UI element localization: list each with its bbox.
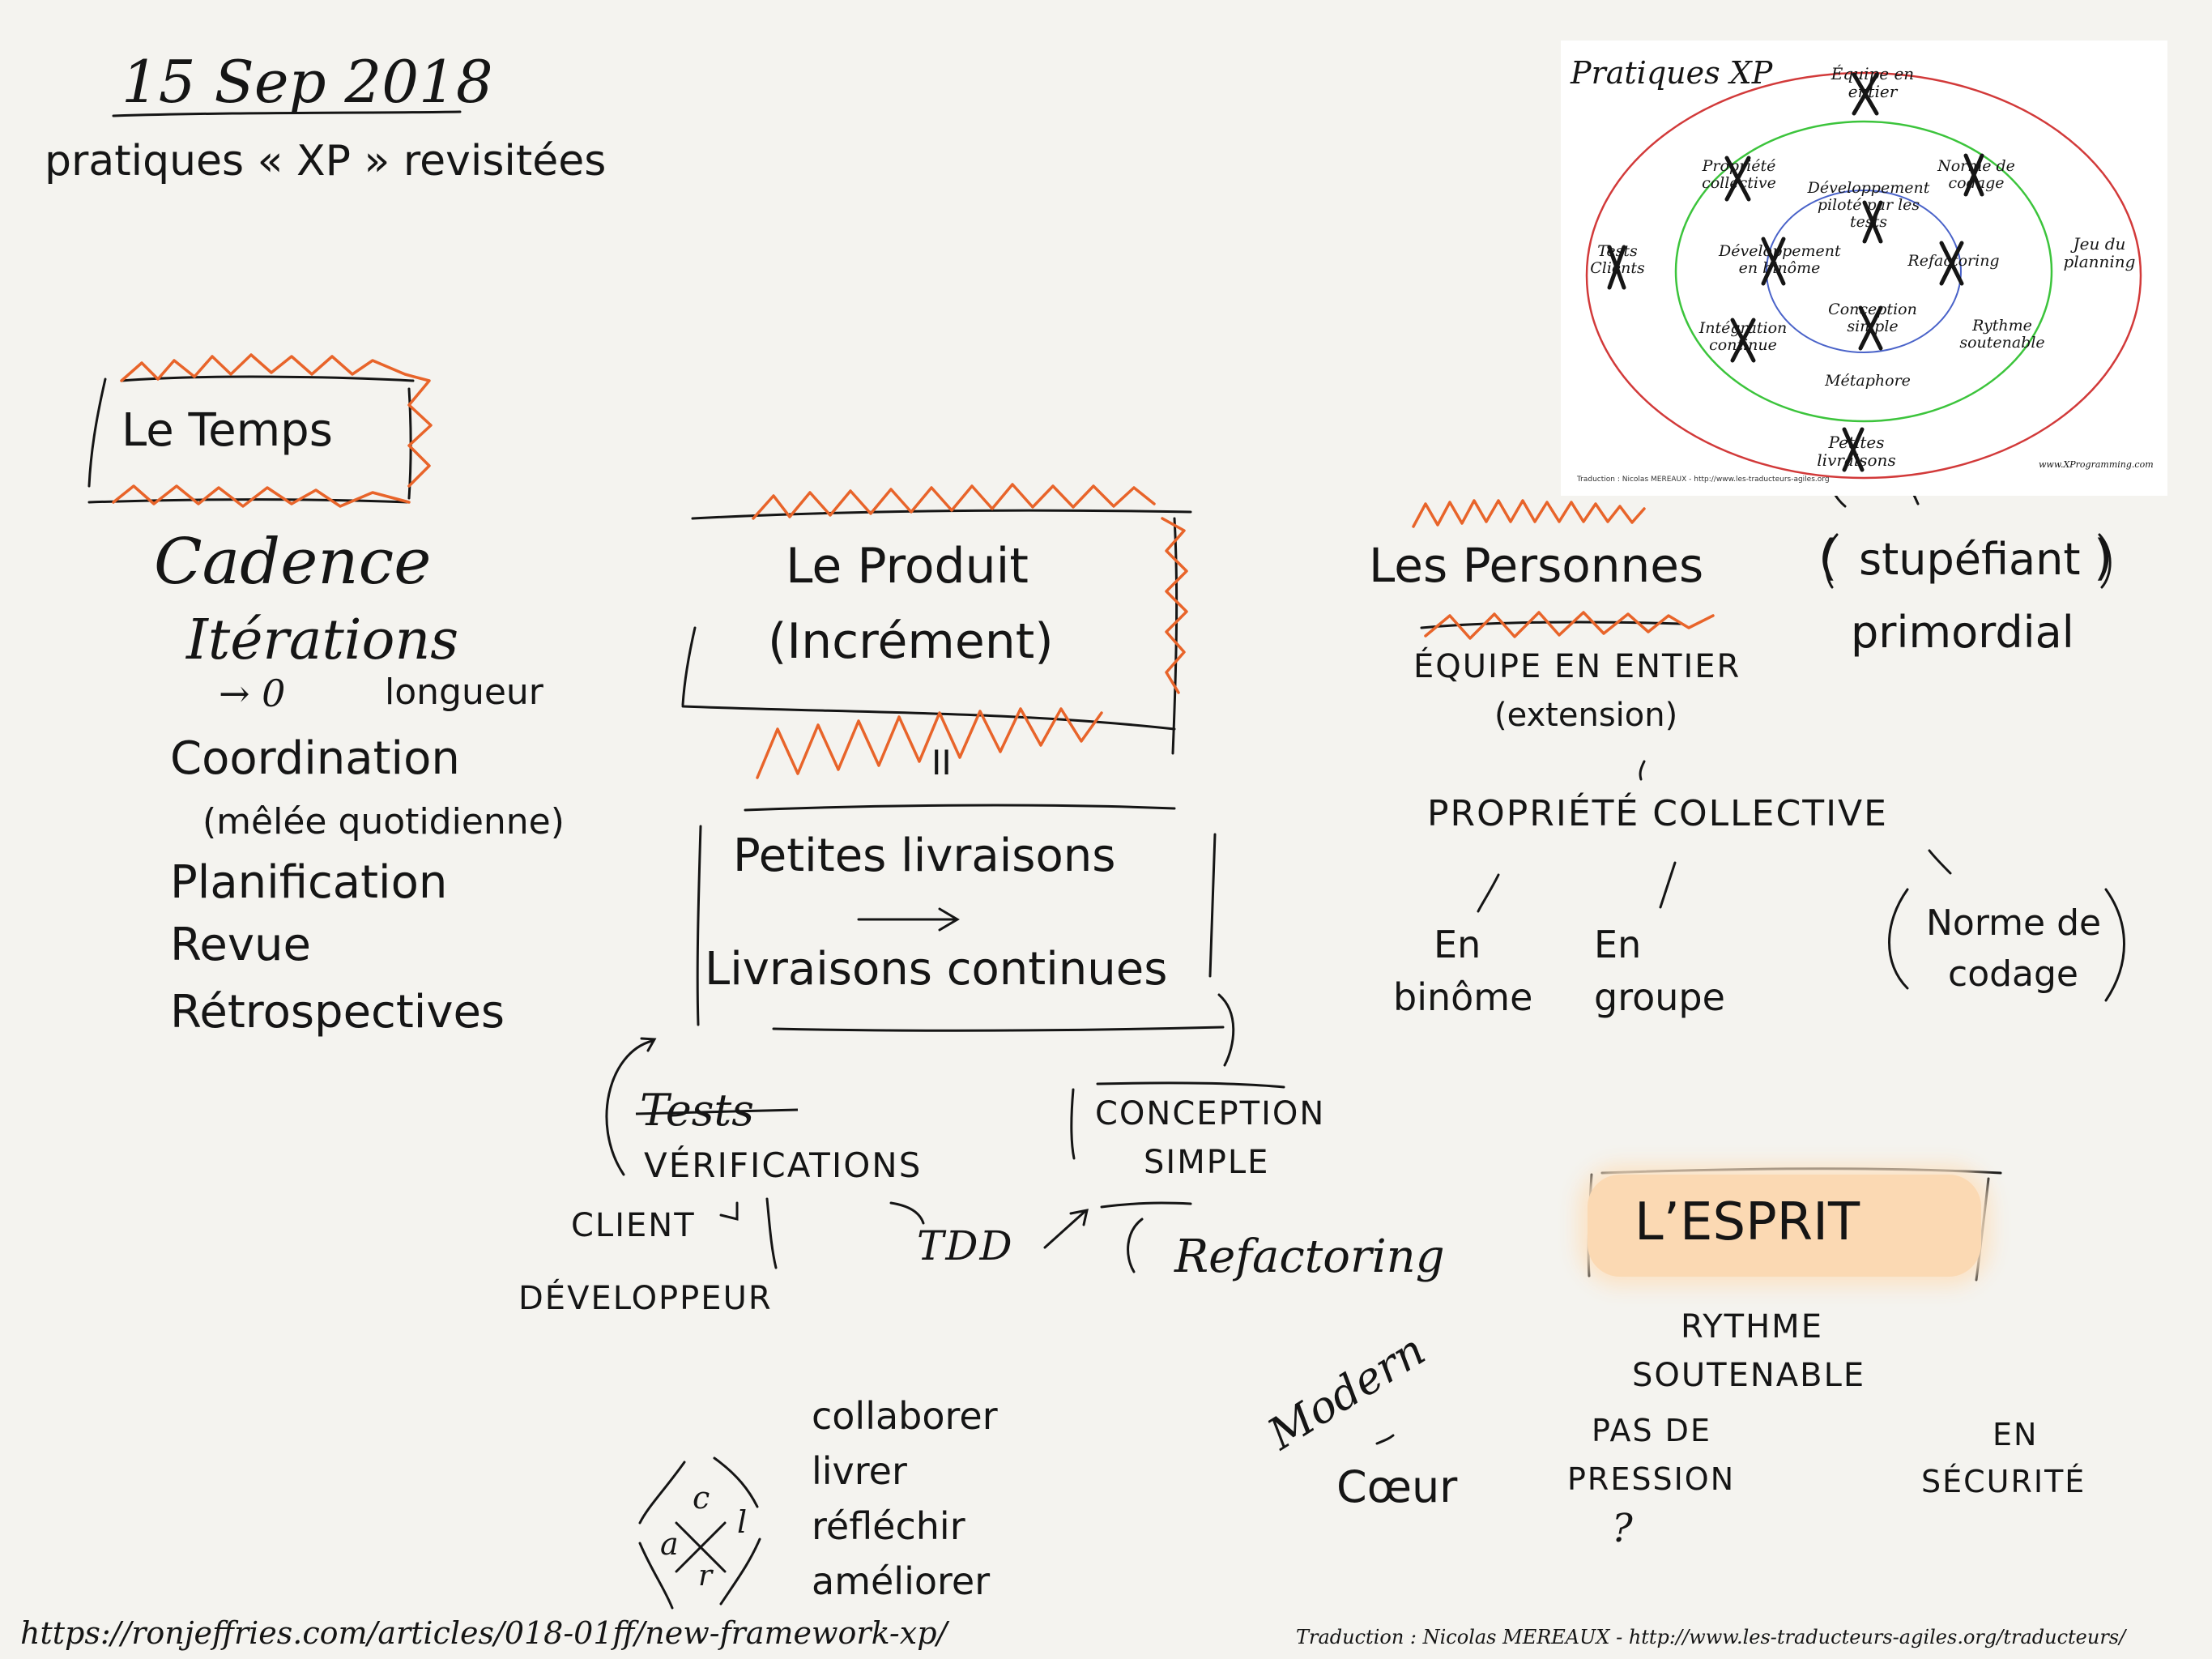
- outer-ring: [1585, 71, 2142, 480]
- temps-heading: Le Temps: [121, 404, 333, 457]
- xp-metaphor: Métaphore: [1825, 372, 1911, 390]
- page-title: pratiques « XP » revisitées: [45, 137, 607, 186]
- esprit-question: ?: [1612, 1506, 1633, 1551]
- personnes-close-paren: ): [2094, 530, 2113, 586]
- xp-tdd: Développement piloté par les tests: [1807, 179, 1930, 231]
- xp-simple-design: Conception simple: [1828, 301, 1917, 335]
- produit-equals: II: [931, 743, 952, 783]
- xp-rings: [1585, 71, 2142, 480]
- personnes-equipe: ÉQUIPE EN ENTIER: [1413, 648, 1741, 685]
- temps-arrow-zero: → 0: [219, 672, 286, 715]
- xp-pair-programming: Développement en binôme: [1719, 242, 1841, 277]
- esprit-pression-line2: PRESSION: [1567, 1461, 1736, 1497]
- cycle-collaborer: collaborer: [812, 1394, 998, 1438]
- personnes-en-groupe-line1: En: [1594, 923, 1642, 966]
- source-link[interactable]: https://ronjeffries.com/articles/018-01f…: [20, 1615, 948, 1651]
- personnes-stupefiant: stupéfiant: [1859, 534, 2081, 585]
- produit-client: CLIENT: [571, 1207, 696, 1244]
- personnes-en-binome-line2: binôme: [1393, 975, 1533, 1019]
- cycle-letter-a: a: [660, 1526, 679, 1562]
- produit-verifications: VÉRIFICATIONS: [644, 1145, 923, 1185]
- esprit-coeur: Cœur: [1336, 1461, 1458, 1512]
- produit-petites-livraisons: Petites livraisons: [733, 830, 1116, 882]
- xp-whole-team: Équipe en entier: [1831, 64, 1915, 101]
- esprit-heading: L’ESPRIT: [1634, 1192, 1860, 1252]
- personnes-en-binome-line1: En: [1434, 923, 1481, 966]
- cross-marks: [1607, 72, 1984, 472]
- esprit-highlight: [1588, 1175, 1981, 1277]
- temps-longueur: longueur: [385, 672, 543, 713]
- esprit-rythme-line1: RYTHME: [1681, 1308, 1823, 1346]
- translation-credit: Traduction : Nicolas MEREAUX - http://ww…: [1296, 1626, 2126, 1648]
- xp-sustainable-pace: Rythme soutenable: [1959, 317, 2045, 352]
- temps-revue: Revue: [170, 919, 311, 971]
- temps-planification: Planification: [170, 856, 448, 909]
- xp-coding-standard: Norme de codage: [1937, 157, 2015, 192]
- xp-diagram-title: Pratiques XP: [1571, 55, 1773, 91]
- date-label: 15 Sep 2018: [121, 48, 493, 116]
- xp-small-releases: Petites livraisons: [1817, 433, 1896, 470]
- cycle-reflechir: réfléchir: [812, 1504, 965, 1548]
- xp-continuous-integration: Intégration continue: [1698, 319, 1788, 354]
- produit-conception-line1: CONCEPTION: [1095, 1095, 1326, 1132]
- temps-coordination: Coordination: [170, 732, 460, 785]
- produit-tdd: TDD: [917, 1222, 1014, 1269]
- xp-customer-tests: Tests Clients: [1590, 242, 1645, 277]
- middle-ring: [1674, 120, 2053, 423]
- personnes-primordial: primordial: [1851, 607, 2074, 658]
- cycle-livrer: livrer: [812, 1449, 907, 1493]
- xp-practices-diagram: Pratiques XP Équipe en entier Propriété …: [1561, 41, 2167, 496]
- esprit-securite-line1: EN: [1993, 1417, 2039, 1452]
- esprit-pression-line1: PAS DE: [1592, 1413, 1711, 1448]
- cycle-ameliorer: améliorer: [812, 1559, 991, 1603]
- xp-collective-ownership: Propriété collective: [1702, 157, 1776, 192]
- temps-iterations: Itérations: [186, 608, 459, 672]
- cycle-letter-l: l: [737, 1504, 748, 1540]
- inner-ring: [1766, 190, 1962, 353]
- produit-heading-line2: (Incrément): [768, 613, 1054, 670]
- xp-translation-credit: Traduction : Nicolas MEREAUX - http://ww…: [1577, 476, 1830, 484]
- xp-planning-game: Jeu du planning: [2063, 234, 2136, 271]
- personnes-extension: (extension): [1494, 697, 1678, 734]
- personnes-propriete: PROPRIÉTÉ COLLECTIVE: [1427, 793, 1888, 834]
- personnes-open-paren: (: [1818, 530, 1838, 586]
- esprit-securite-line2: SÉCURITÉ: [1921, 1464, 2086, 1499]
- temps-retrospectives: Rétrospectives: [170, 986, 505, 1038]
- personnes-heading: Les Personnes: [1369, 538, 1704, 593]
- personnes-norme-line1: Norme de: [1926, 902, 2102, 944]
- cycle-letter-c: c: [693, 1480, 710, 1516]
- temps-melee: (mêlée quotidienne): [202, 801, 565, 842]
- cycle-letter-r: r: [698, 1559, 713, 1593]
- produit-heading-line1: Le Produit: [786, 538, 1029, 595]
- personnes-en-groupe-line2: groupe: [1594, 975, 1725, 1019]
- esprit-rythme-line2: SOUTENABLE: [1632, 1357, 1866, 1394]
- xp-refactoring: Refactoring: [1907, 252, 2000, 270]
- personnes-norme-line2: codage: [1948, 953, 2079, 995]
- produit-refactoring: Refactoring: [1174, 1230, 1445, 1283]
- produit-tests-struck: Tests: [640, 1085, 754, 1136]
- xp-source: www.XProgramming.com: [2039, 459, 2154, 470]
- temps-cadence: Cadence: [154, 526, 432, 599]
- produit-developpeur: DÉVELOPPEUR: [518, 1280, 773, 1317]
- produit-livraisons-continues: Livraisons continues: [705, 943, 1168, 996]
- produit-conception-line2: SIMPLE: [1144, 1144, 1270, 1181]
- esprit-modern: Modern: [1259, 1324, 1434, 1461]
